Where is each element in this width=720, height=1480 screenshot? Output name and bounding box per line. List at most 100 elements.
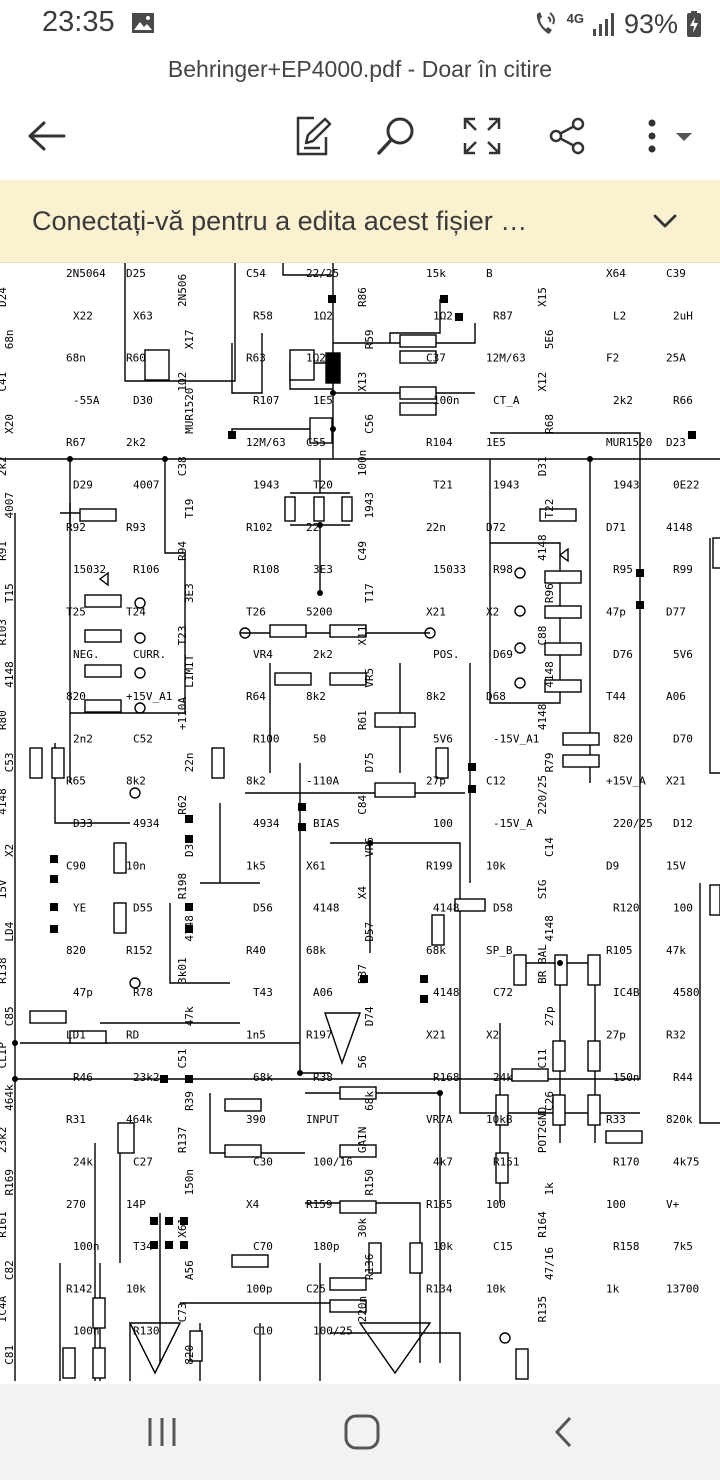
schematic-label: X21 xyxy=(426,1029,446,1042)
banner-text: Conectați-vă pentru a edita acest fișier… xyxy=(32,206,528,236)
schematic-label: +15V_A xyxy=(606,775,646,788)
schematic-label: X2 xyxy=(486,605,499,618)
schematic-label: R37 xyxy=(356,964,369,984)
schematic-label: R79 xyxy=(543,753,556,773)
schematic-label: IC4A xyxy=(0,1296,9,1323)
schematic-label: 68k xyxy=(426,944,446,957)
schematic-label: VR6 xyxy=(363,837,376,857)
schematic-label: R108 xyxy=(253,563,280,576)
schematic-label: 15k xyxy=(426,267,446,280)
schematic-label: C73 xyxy=(176,1303,189,1323)
schematic-label: 390 xyxy=(246,1113,266,1126)
schematic-label: BIAS xyxy=(313,817,340,830)
edit-pen-icon[interactable] xyxy=(286,110,338,162)
schematic-label: D32 xyxy=(183,837,196,857)
schematic-label: 47p xyxy=(73,986,93,999)
schematic-label: D57 xyxy=(363,922,376,942)
schematic-label: 100n xyxy=(356,450,369,477)
schematic-label: 4934 xyxy=(133,817,160,830)
schematic-label: C90 xyxy=(66,859,86,872)
schematic-label: C52 xyxy=(133,732,153,745)
schematic-label: VR7A xyxy=(426,1113,453,1126)
schematic-label: C12 xyxy=(486,775,506,788)
home-icon[interactable] xyxy=(332,1406,392,1458)
document-title-bar: Behringer+EP4000.pdf - Doar în citire xyxy=(0,48,720,90)
schematic-label: C84 xyxy=(356,794,369,814)
schematic-label: R164 xyxy=(536,1211,549,1238)
schematic-label: R168 xyxy=(433,1071,460,1084)
schematic-label: C49 xyxy=(356,541,369,561)
more-vert-icon[interactable] xyxy=(632,110,698,162)
schematic-label: T22 xyxy=(543,499,556,519)
schematic-label: T24 xyxy=(126,605,146,618)
schematic-label: MUR1520 xyxy=(183,388,196,434)
system-nav-bar xyxy=(0,1384,720,1480)
schematic-label: R104 xyxy=(426,436,453,449)
fullscreen-icon[interactable] xyxy=(456,110,508,162)
schematic-label: 100n xyxy=(73,1325,100,1338)
schematic-label: R58 xyxy=(253,309,273,322)
search-icon[interactable] xyxy=(370,110,422,162)
back-icon[interactable] xyxy=(535,1406,595,1458)
schematic-label: 4148 xyxy=(536,704,549,731)
recent-apps-icon[interactable] xyxy=(132,1406,192,1458)
schematic-label: 3k01 xyxy=(176,957,189,984)
schematic-label: R170 xyxy=(613,1155,640,1168)
schematic-label: 820k xyxy=(666,1113,693,1126)
schematic-label: D58 xyxy=(493,902,513,915)
schematic-label: 4007 xyxy=(3,492,16,519)
schematic-label: RD xyxy=(126,1029,139,1042)
sign-in-banner[interactable]: Conectați-vă pentru a edita acest fișier… xyxy=(0,180,720,263)
schematic-label: 100n xyxy=(433,394,460,407)
schematic-label: R158 xyxy=(613,1240,640,1253)
schematic-label: R152 xyxy=(126,944,153,957)
schematic-label: -110A xyxy=(306,775,339,788)
schematic-label: 10n xyxy=(126,859,146,872)
schematic-label: D12 xyxy=(673,817,693,830)
schematic-label: 3E3 xyxy=(313,563,333,576)
schematic-label: 150n xyxy=(613,1071,640,1084)
schematic-label: 14P xyxy=(126,1198,146,1211)
schematic-label: R44 xyxy=(673,1071,693,1084)
schematic-label: D71 xyxy=(606,521,626,534)
schematic-label: 68n xyxy=(66,352,86,365)
schematic-label: R161 xyxy=(0,1211,9,1238)
app-toolbar xyxy=(0,92,720,180)
schematic-label: T26 xyxy=(246,605,266,618)
schematic-label: R67 xyxy=(66,436,86,449)
schematic-label: 24k xyxy=(73,1155,93,1168)
chevron-down-icon[interactable] xyxy=(648,204,682,238)
status-indicators: 4G 93% xyxy=(533,6,702,42)
schematic-label: 22n xyxy=(183,753,196,773)
schematic-label: 8k2 xyxy=(426,690,446,703)
schematic-label: 24k xyxy=(493,1071,513,1084)
schematic-label: R96 xyxy=(543,583,556,603)
schematic-label: POT2GND xyxy=(536,1107,549,1153)
schematic-label: 2k2 xyxy=(613,394,633,407)
schematic-label: T44 xyxy=(606,690,626,703)
schematic-label: 13700 xyxy=(666,1282,699,1295)
schematic-label: R120 xyxy=(613,902,640,915)
schematic-label: R103 xyxy=(0,619,9,646)
schematic-label: D76 xyxy=(613,648,633,661)
schematic-label: 10k xyxy=(486,1282,506,1295)
schematic-label: X61 xyxy=(176,1218,189,1238)
schematic-label: NEG. xyxy=(73,648,100,661)
schematic-label: 1Ω2 xyxy=(306,352,326,365)
schematic-label: 820 xyxy=(66,690,86,703)
schematic-label: D30 xyxy=(133,394,153,407)
schematic-label: +110A xyxy=(176,697,189,730)
back-arrow-icon[interactable] xyxy=(20,110,72,162)
schematic-label: R33 xyxy=(606,1113,626,1126)
status-time: 23:35 xyxy=(42,6,115,38)
schematic-label: CT_A xyxy=(493,394,520,407)
schematic-label: D33 xyxy=(73,817,93,830)
schematic-label: C82 xyxy=(3,1260,16,1280)
schematic-label: R198 xyxy=(176,873,189,900)
schematic-label: R105 xyxy=(606,944,633,957)
share-icon[interactable] xyxy=(541,110,593,162)
schematic-label: 4934 xyxy=(253,817,280,830)
schematic-label: 47k xyxy=(183,1006,196,1026)
schematic-label: 22n xyxy=(426,521,446,534)
